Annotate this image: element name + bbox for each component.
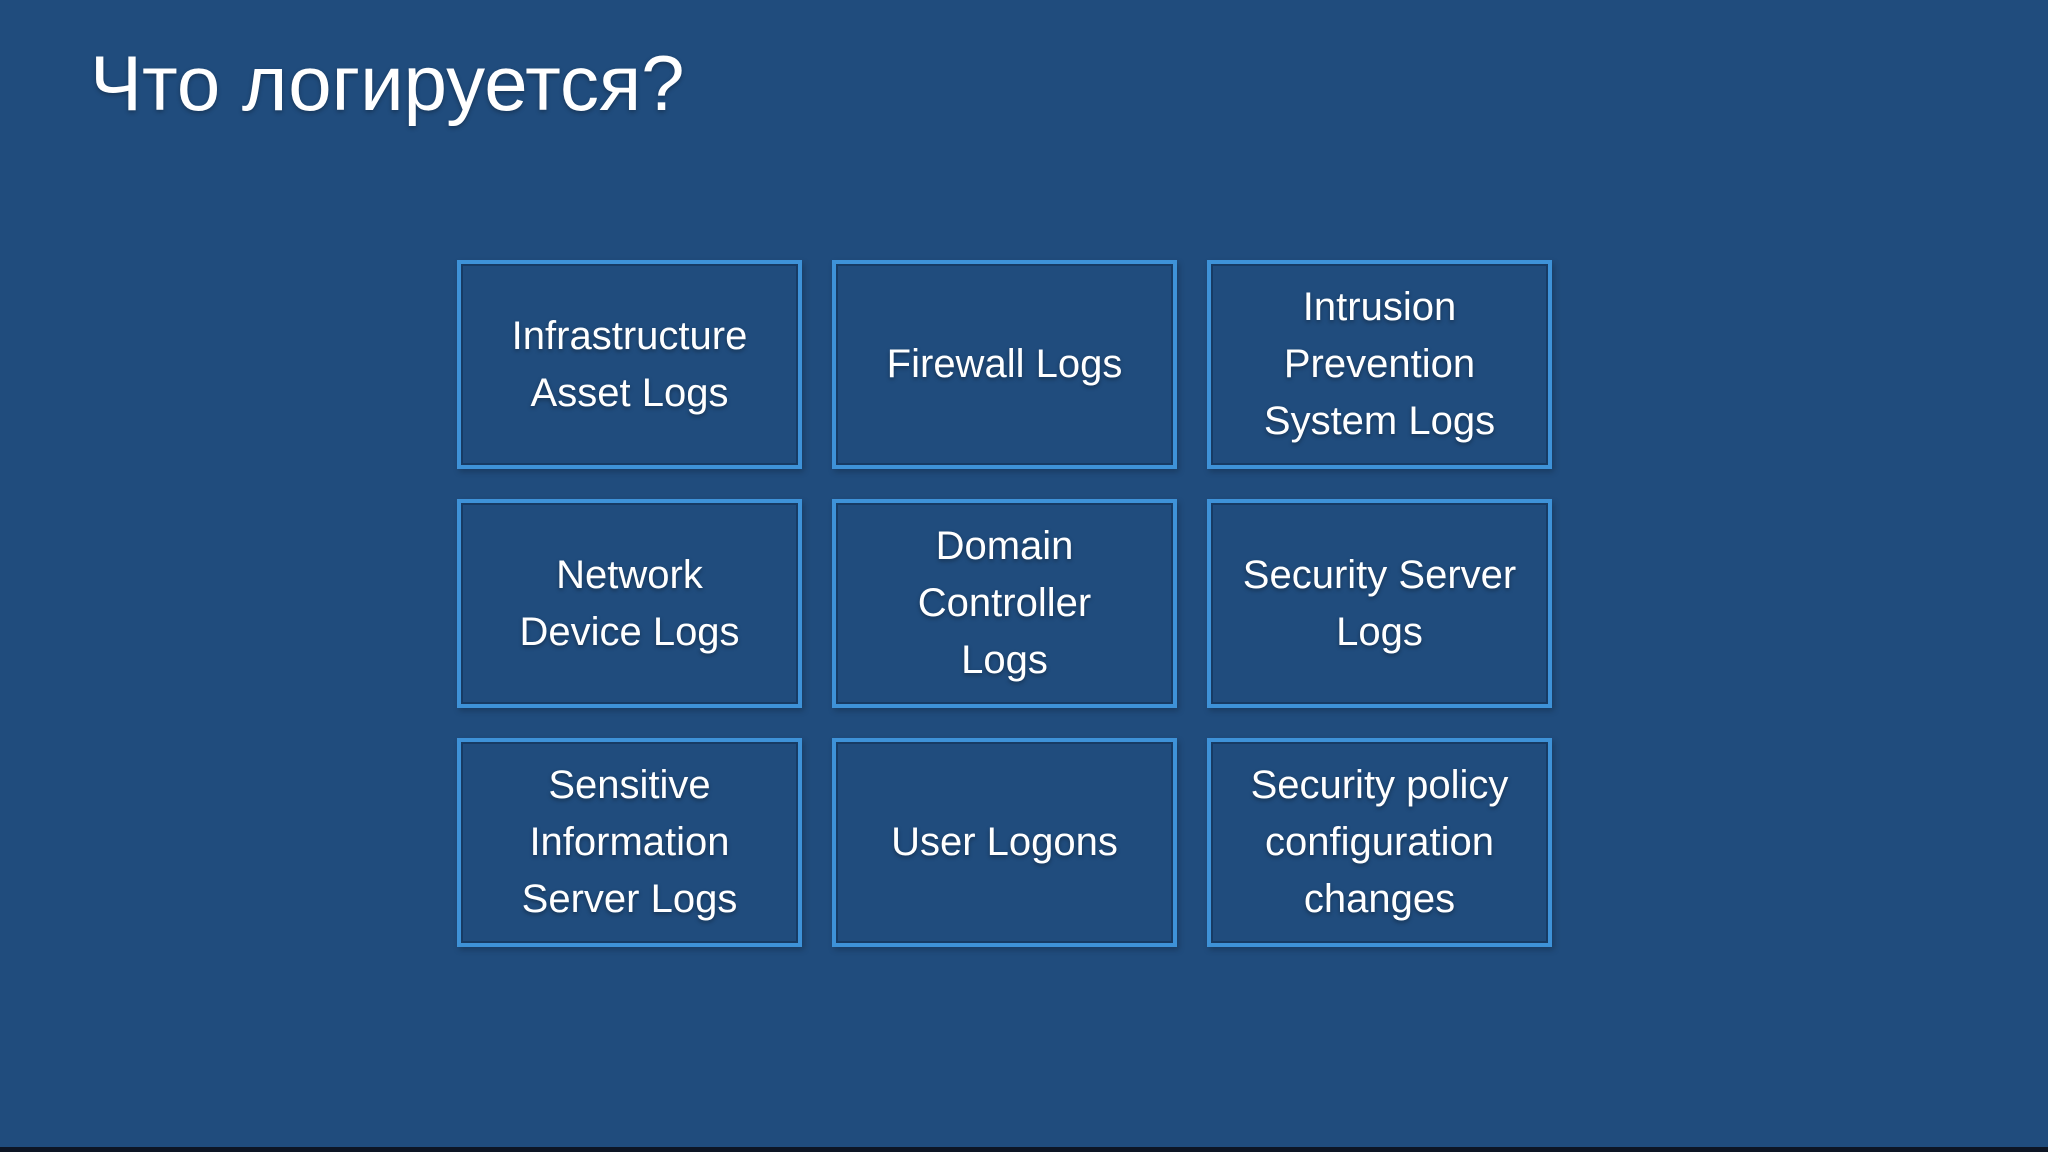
box-label: Firewall Logs	[886, 342, 1123, 387]
box-security-server-logs: Security Server Logs	[1207, 499, 1552, 708]
box-intrusion-prevention-system-logs: Intrusion Prevention System Logs	[1207, 260, 1552, 469]
box-label: Sensitive Information Server Logs	[521, 763, 738, 921]
box-label: Infrastructure Asset Logs	[511, 313, 748, 415]
box-infrastructure-asset-logs: Infrastructure Asset Logs	[457, 260, 802, 469]
box-firewall-logs: Firewall Logs	[832, 260, 1177, 469]
box-label: Network Device Logs	[519, 552, 740, 654]
log-categories-grid: Infrastructure Asset Logs Firewall Logs …	[457, 260, 1552, 947]
slide-title: Что логируется?	[90, 39, 685, 127]
box-label: User Logons	[891, 820, 1118, 865]
box-user-logons: User Logons	[832, 738, 1177, 947]
box-security-policy-configuration-changes: Security policy configuration changes	[1207, 738, 1552, 947]
box-label: Intrusion Prevention System Logs	[1263, 285, 1496, 443]
box-label: Security Server Logs	[1242, 552, 1517, 654]
box-domain-controller-logs: Domain Controller Logs	[832, 499, 1177, 708]
box-label: Security policy configuration changes	[1250, 763, 1509, 921]
box-label: Domain Controller Logs	[917, 524, 1092, 682]
box-sensitive-information-server-logs: Sensitive Information Server Logs	[457, 738, 802, 947]
bottom-edge-strip	[0, 1147, 2048, 1152]
box-network-device-logs: Network Device Logs	[457, 499, 802, 708]
